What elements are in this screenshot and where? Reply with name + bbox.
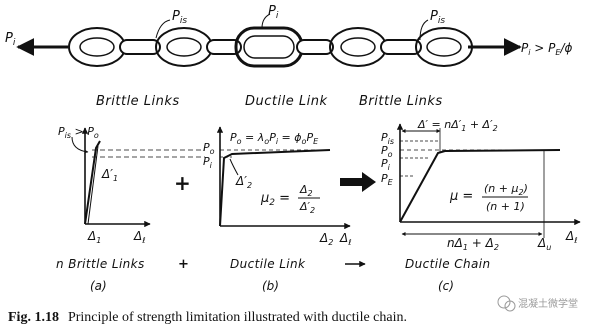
po-label: Po [203,141,215,156]
plus-sign: + [174,171,191,195]
brittle-links-right-label: Brittle Links [359,94,443,109]
brittle-link-hole [166,37,202,57]
brittle-link-hole [340,37,376,57]
left-force-label: Pi [5,31,16,48]
pe-label: PE [381,172,394,187]
right-link-label: Pis [430,9,445,26]
brittle-curve [84,140,101,225]
mu-numerator: (n + μ2) [484,182,528,197]
big-arrow [340,172,376,192]
ductile-link [234,26,304,68]
panel-b-equation: Po = λoPi = ϕoPE [230,131,319,146]
watermark: 混凝土微学堂 [497,295,578,312]
mu2-numerator: Δ2 [299,183,313,198]
mu-lhs: μ = [449,189,473,204]
panel-c-tag: (c) [438,279,454,293]
delta1-prime-label: Δ′1 [101,167,118,183]
x-axis-label: Δℓ [133,229,146,245]
delta1-label: Δ1 [87,229,101,245]
brittle-link [296,39,334,55]
brittle-link [119,39,161,55]
watermark-text: 混凝土微学堂 [518,297,578,310]
leader-line [261,13,271,29]
left-link-label: Pis [172,9,187,26]
panel-c: Δ′ = nΔ′1 + Δ′2 Pis Po Pi PE μ = (n + μ2… [381,118,581,293]
delta2-prime-label: Δ′2 [235,174,252,190]
ductile-curve [219,149,331,227]
brittle-link-hole [426,37,462,57]
chain: Pi Pis Pi Pis Pi > PE/ϕ Brittle Links Du… [5,4,573,109]
delta-u-label: Δu [537,236,551,252]
mu2-lhs: μ2 = [260,191,290,208]
brittle-curve-unload [87,145,99,225]
leader-line [155,19,171,39]
pi-label: Pi [381,157,391,172]
condition-label: Pis > Po [58,125,99,140]
brittle-link-hole [79,37,115,57]
panel-a-label: n Brittle Links [56,257,145,271]
brittle-link [68,27,126,67]
middle-link-label: Pi [268,4,279,21]
pi-label: Pi [203,155,213,170]
plus-sign-bottom: + [178,257,189,272]
condition-pointer [71,136,89,154]
mu2-denominator: Δ′2 [299,200,315,215]
ductile-link-hole [243,35,295,59]
mu-denominator: (n + 1) [486,200,525,213]
panel-b-label: Ductile Link [230,257,306,271]
brittle-links-left-label: Brittle Links [96,94,180,109]
wechat-icon [497,295,511,309]
po-label: Po [381,144,393,159]
pis-label: Pis [381,131,394,146]
brittle-link [329,27,387,67]
panel-c-label: Ductile Chain [405,257,491,271]
panel-b: Po = λoPi = ϕoPE Po Pi Δ′2 μ2 = Δ2 Δ′2 Δ… [203,126,352,293]
span-label: nΔ1 + Δ2 [447,236,499,252]
delta-prime-equation: Δ′ = nΔ′1 + Δ′2 [417,118,498,133]
panel-b-tag: (b) [262,279,279,293]
brittle-link [415,27,473,67]
x-axis-label: Δℓ [339,231,352,247]
wechat-icon-bubble [504,300,516,312]
ductile-link-label: Ductile Link [245,94,327,109]
right-force-label: Pi > PE/ϕ [521,41,573,57]
leader-line [419,19,429,41]
chain-curve [399,149,561,223]
panel-a: Pis > Po Δ′1 Δ1 Δℓ n Brittle Links (a) [56,125,205,293]
brittle-link [155,27,213,67]
x-axis-label: Δℓ [565,229,578,245]
brittle-link [380,39,422,55]
panel-a-tag: (a) [90,279,107,293]
delta2-prime-pointer [229,158,239,176]
delta2-label: Δ2 [319,231,333,247]
brittle-link [206,39,242,55]
